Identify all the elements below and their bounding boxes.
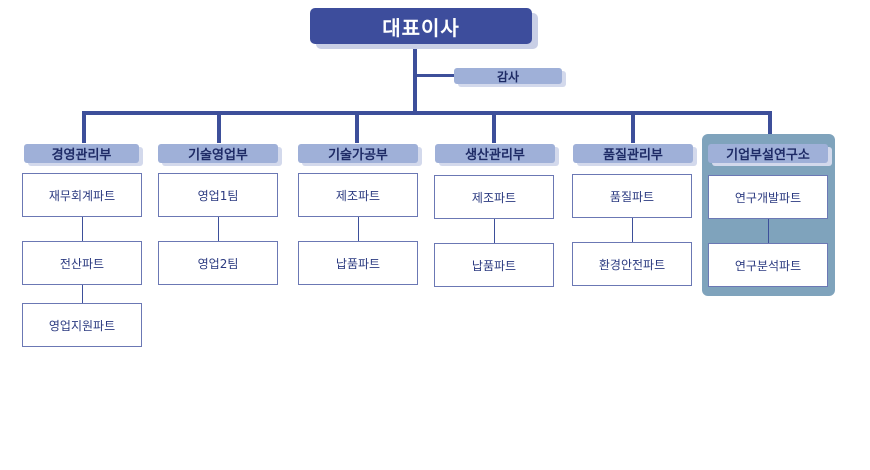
dept-header-management: 경영관리부 bbox=[24, 144, 139, 163]
team-box: 영업지원파트 bbox=[22, 303, 142, 347]
team-link-6 bbox=[768, 219, 769, 243]
team-box: 연구개발파트 bbox=[708, 175, 828, 219]
team-box: 환경안전파트 bbox=[572, 242, 692, 286]
team-box: 연구분석파트 bbox=[708, 243, 828, 287]
dept-drop-line-2 bbox=[217, 111, 221, 143]
dept-header-tech-processing: 기술가공부 bbox=[298, 144, 418, 163]
team-box: 영업1팀 bbox=[158, 173, 278, 217]
team-box: 납품파트 bbox=[298, 241, 418, 285]
dept-drop-line-3 bbox=[355, 111, 359, 143]
team-link-1a bbox=[82, 217, 83, 241]
team-box: 재무회계파트 bbox=[22, 173, 142, 217]
dept-bus-line bbox=[82, 111, 772, 115]
dept-drop-line-1 bbox=[82, 111, 86, 143]
team-box: 영업2팀 bbox=[158, 241, 278, 285]
audit-branch-line bbox=[413, 74, 455, 77]
team-link-5 bbox=[632, 218, 633, 242]
team-box: 제조파트 bbox=[298, 173, 418, 217]
audit-node: 감사 bbox=[454, 68, 562, 84]
ceo-node: 대표이사 bbox=[310, 8, 532, 44]
dept-header-quality: 품질관리부 bbox=[573, 144, 693, 163]
dept-drop-line-5 bbox=[631, 111, 635, 143]
team-box: 납품파트 bbox=[434, 243, 554, 287]
team-link-4 bbox=[494, 219, 495, 243]
ceo-trunk-line bbox=[413, 44, 417, 114]
dept-header-tech-sales: 기술영업부 bbox=[158, 144, 278, 163]
dept-drop-line-4 bbox=[492, 111, 496, 143]
team-link-3 bbox=[358, 217, 359, 241]
dept-header-production: 생산관리부 bbox=[435, 144, 555, 163]
team-box: 제조파트 bbox=[434, 175, 554, 219]
team-link-1b bbox=[82, 285, 83, 303]
dept-drop-line-6 bbox=[768, 111, 772, 143]
team-link-2 bbox=[218, 217, 219, 241]
dept-header-rnd: 기업부설연구소 bbox=[708, 144, 828, 163]
team-box: 품질파트 bbox=[572, 174, 692, 218]
team-box: 전산파트 bbox=[22, 241, 142, 285]
